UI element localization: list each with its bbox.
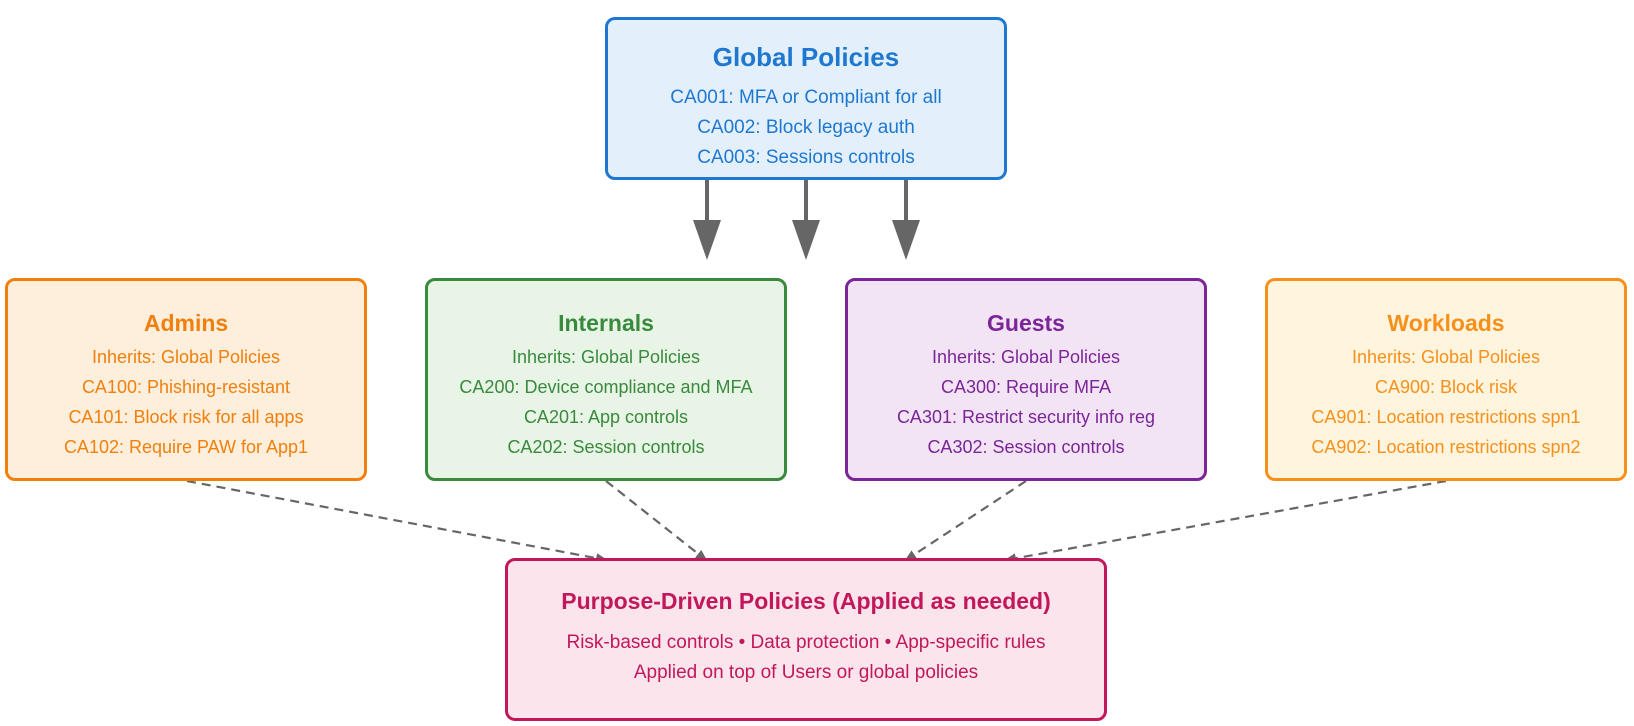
internals-to-purpose-arrow: [605, 480, 708, 562]
global-arrow-2: [792, 180, 820, 260]
guests-policy-line: Inherits: Global Policies: [931, 347, 1121, 367]
guests-policy-line: CA301: Restrict security info reg: [896, 407, 1156, 427]
guests-to-purpose-arrow: [904, 480, 1027, 562]
global-arrow-3: [892, 180, 920, 260]
internals-title: Internals: [558, 310, 654, 336]
admins-policy-line: CA101: Block risk for all apps: [68, 407, 304, 427]
admins-policy-line: CA100: Phishing-resistant: [81, 377, 291, 397]
workloads-to-purpose-arrow: [1004, 479, 1447, 564]
internals-box: Internals Inherits: Global Policies CA20…: [425, 278, 787, 481]
internals-policy-line: CA201: App controls: [523, 407, 689, 427]
internals-policy-line: CA200: Device compliance and MFA: [459, 377, 753, 397]
global-policy-line: CA002: Block legacy auth: [697, 117, 915, 138]
admins-policy-line: Inherits: Global Policies: [91, 347, 281, 367]
admins-box: Admins Inherits: Global Policies CA100: …: [5, 278, 367, 481]
global-arrow-1: [693, 180, 721, 260]
workloads-policy-line: CA900: Block risk: [1374, 377, 1518, 397]
admins-to-purpose-arrow: [186, 479, 608, 564]
purpose-driven-policies-box: Purpose-Driven Policies (Applied as need…: [505, 558, 1107, 721]
purpose-policy-line: Risk-based controls • Data protection • …: [566, 632, 1046, 653]
workloads-policy-line: CA902: Location restrictions spn2: [1311, 437, 1581, 457]
purpose-policy-line: Applied on top of Users or global polici…: [633, 662, 979, 683]
workloads-policy-line: CA901: Location restrictions spn1: [1311, 407, 1581, 427]
guests-policy-line: CA302: Session controls: [927, 437, 1125, 457]
global-policies-box: Global Policies CA001: MFA or Compliant …: [605, 17, 1007, 180]
admins-policy-line: CA102: Require PAW for App1: [63, 437, 309, 457]
workloads-title: Workloads: [1387, 310, 1505, 336]
global-policy-line: CA003: Sessions controls: [697, 147, 915, 168]
global-policies-title: Global Policies: [712, 42, 900, 72]
global-policy-line: CA001: MFA or Compliant for all: [670, 87, 942, 108]
guests-box: Guests Inherits: Global Policies CA300: …: [845, 278, 1207, 481]
guests-policy-line: CA300: Require MFA: [940, 377, 1112, 397]
workloads-policy-line: Inherits: Global Policies: [1351, 347, 1541, 367]
purpose-driven-policies-title: Purpose-Driven Policies (Applied as need…: [561, 588, 1051, 614]
internals-policy-line: CA202: Session controls: [507, 437, 705, 457]
workloads-box: Workloads Inherits: Global Policies CA90…: [1265, 278, 1627, 481]
internals-policy-line: Inherits: Global Policies: [511, 347, 701, 367]
guests-title: Guests: [987, 310, 1065, 336]
admins-title: Admins: [143, 310, 229, 336]
